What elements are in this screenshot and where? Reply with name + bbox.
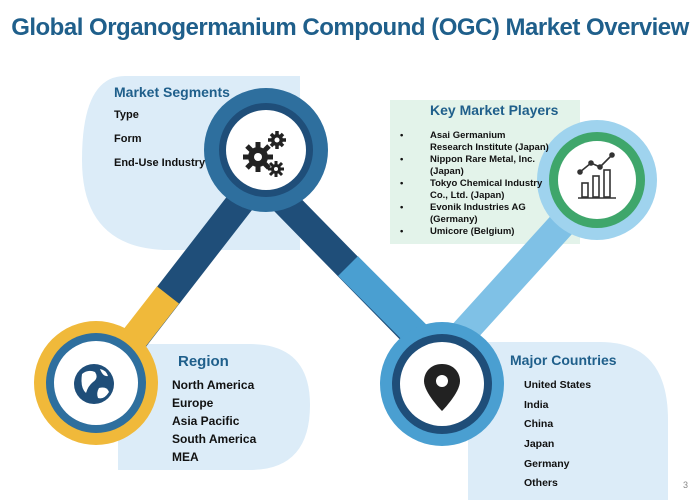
map-pin-icon: [424, 364, 460, 411]
bullet-icon: •: [400, 154, 404, 165]
major-countries-title: Major Countries: [510, 352, 617, 368]
page-title: Global Organogermanium Compound (OGC) Ma…: [11, 14, 689, 41]
players-hub-inner: [558, 141, 636, 219]
list-item: MEA: [172, 450, 199, 464]
globe-icon: [74, 364, 114, 404]
list-item: Asia Pacific: [172, 414, 240, 428]
list-item: Form: [114, 133, 142, 145]
connector-countries-lightblue: [338, 256, 428, 346]
list-item: China: [524, 418, 554, 431]
list-item: United States: [524, 379, 592, 391]
market-segments-list: Type Form End-Use Industry: [114, 108, 205, 180]
key-market-players-title: Key Market Players: [430, 102, 559, 118]
region-list: North America Europe Asia Pacific South …: [172, 376, 256, 466]
bullet-icon: •: [400, 202, 404, 213]
major-countries-panel: [468, 342, 668, 500]
list-item: End-Use Industry: [114, 157, 206, 169]
region-title: Region: [178, 353, 229, 370]
list-item: Germany: [524, 457, 570, 470]
list-item: Europe: [172, 396, 214, 410]
region-panel: [118, 344, 310, 470]
market-segments-title: Market Segments: [114, 84, 230, 100]
list-item: Japan: [524, 438, 555, 451]
bar-chart-icon: [577, 152, 616, 199]
gears-icon: [243, 131, 286, 177]
list-item: •Evonik Industries AG (Germany): [400, 202, 526, 225]
list-item: •Tokyo Chemical Industry Co., Ltd. (Japa…: [400, 178, 543, 201]
bullet-icon: •: [400, 226, 404, 237]
page-number: 3: [682, 480, 688, 490]
bullet-icon: •: [400, 178, 404, 189]
list-item: Type: [114, 109, 139, 121]
key-market-players-panel: [390, 100, 580, 244]
list-item: •Umicore (Belgium): [400, 226, 515, 237]
list-item: •Nippon Rare Metal, Inc. (Japan): [400, 154, 536, 177]
list-item: North America: [172, 378, 255, 392]
bullet-icon: •: [400, 130, 404, 141]
list-item: •Asai Germanium Research Institute (Japa…: [400, 130, 549, 153]
major-countries-list: United States India China Japan Germany …: [524, 378, 591, 496]
list-item: South America: [172, 432, 257, 446]
list-item: India: [524, 398, 549, 411]
key-market-players-list: •Asai Germanium Research Institute (Japa…: [398, 130, 550, 239]
list-item: Others: [524, 477, 558, 490]
